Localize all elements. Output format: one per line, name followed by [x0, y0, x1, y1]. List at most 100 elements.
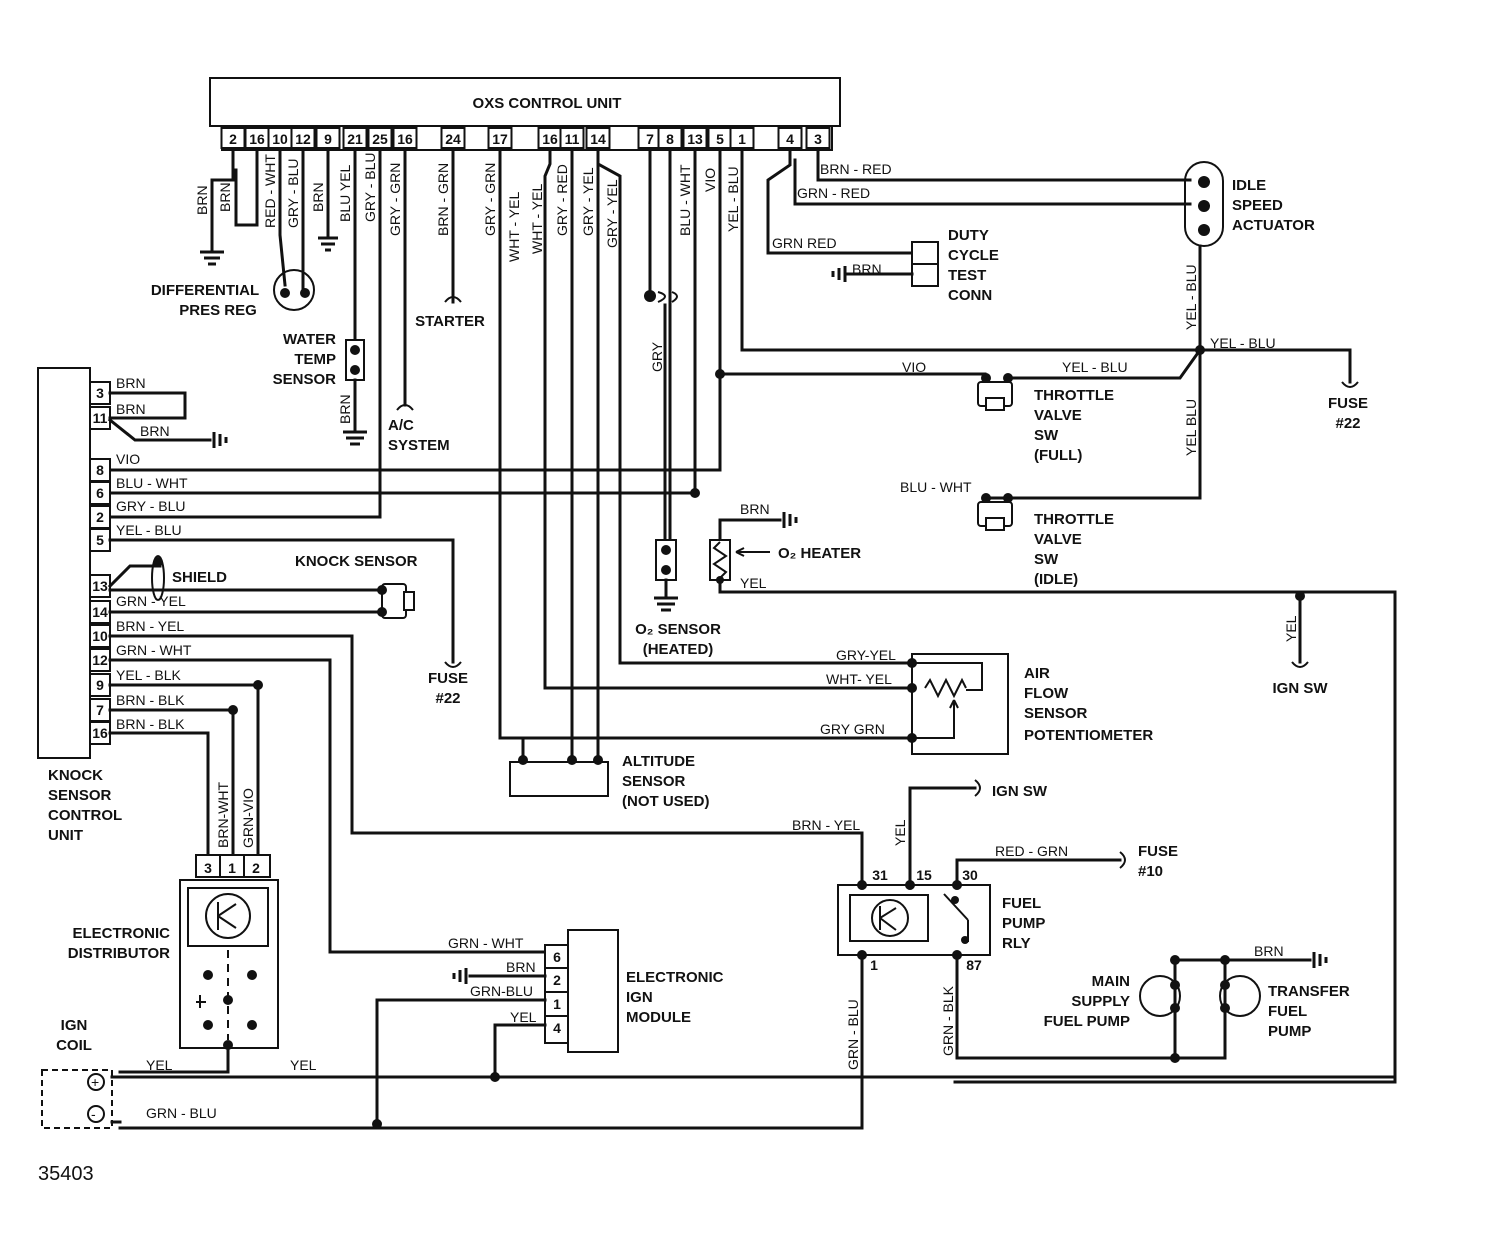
shield-label: SHIELD — [172, 569, 227, 586]
oxs-pin-number: 2 — [229, 131, 237, 147]
wire-color-label: (NOT USED) — [622, 793, 710, 810]
wire-color-label: 31 — [872, 867, 888, 883]
oxs-pin-number: 25 — [372, 131, 388, 147]
wire-color-label: GRN - RED — [797, 185, 870, 201]
wire-color-label: 4 — [553, 1020, 561, 1036]
wire-color-label: FUEL — [1002, 895, 1041, 912]
wire-color-label: + — [91, 1074, 99, 1090]
oxs-pin-number: 3 — [814, 131, 822, 147]
oxs-pin-number: 10 — [272, 131, 288, 147]
wire-color-label: KNOCK — [48, 767, 103, 784]
wire-color-label: O₂ HEATER — [778, 545, 861, 562]
knock-pin-number: 12 — [92, 652, 108, 668]
oxs-pin-number: 17 — [492, 131, 508, 147]
wire-color-label: BLU - WHT — [677, 164, 693, 236]
wire-color-label: THROTTLE — [1034, 511, 1114, 528]
wire-color-label: BRN - YEL — [116, 618, 184, 634]
oxs-pin-cell — [440, 127, 466, 149]
wire-color-label: BRN - RED — [820, 161, 892, 177]
starter: STARTER — [415, 296, 485, 330]
knock-pin-number: 5 — [96, 532, 104, 548]
wire-color-label: STARTER — [415, 313, 485, 330]
wire-color-label: IDLE — [1232, 177, 1266, 194]
wire-color-label: GRN - BLU — [845, 999, 861, 1070]
oxs-pin-cell — [682, 127, 708, 149]
oxs-pin-number: 14 — [590, 131, 606, 147]
wire-color-label: BRN — [310, 182, 326, 212]
oxs-pin-number: 5 — [716, 131, 724, 147]
wire-color-label: 2 — [252, 860, 260, 876]
oxs-pin-cell — [657, 127, 683, 149]
wire-color-label: GRN - YEL — [116, 593, 186, 609]
wire-color-label: BRN — [217, 182, 233, 212]
wire-color-label: CONTROL — [48, 807, 122, 824]
altitude-sensor: ALTITUDE SENSOR (NOT USED) — [509, 148, 710, 810]
wire-color-label: ALTITUDE — [622, 753, 695, 770]
throttle-valve-sw-full: THROTTLE VALVE SW (FULL) — [715, 345, 1205, 464]
wire-color-label: FUSE — [1328, 395, 1368, 412]
wire-color-label: BRN - BLK — [116, 716, 185, 732]
wire-color-label: FUSE — [1138, 843, 1178, 860]
oxs-pin-cell — [559, 127, 585, 149]
wire-color-label: CYCLE — [948, 247, 999, 264]
fuse-22-right: FUSE #22 — [1198, 348, 1368, 432]
wire-color-label: GRY — [649, 341, 665, 372]
oxs-pin-cell — [367, 127, 393, 149]
wire-color-label: GRY - GRN — [387, 163, 403, 236]
wire-color-label: YEL - BLK — [116, 667, 182, 683]
oxs-title: OXS CONTROL UNIT — [473, 95, 622, 112]
oxs-pin-cell — [342, 127, 368, 149]
wire-color-label: SUPPLY — [1071, 993, 1130, 1010]
wire-color-label: YEL BLU — [1183, 399, 1199, 456]
wire-color-label: - — [91, 1106, 96, 1122]
oxs-pin-cell — [805, 127, 831, 149]
wire-color-label: TEMP — [294, 351, 336, 368]
wire-color-label: MAIN — [1092, 973, 1130, 990]
wire-color-label: GRN - BLK — [940, 985, 956, 1056]
knock-pin-number: 3 — [96, 385, 104, 401]
wire-color-label: CONN — [948, 287, 992, 304]
wire-color-label: RLY — [1002, 935, 1031, 952]
wire-color-label: YEL - BLU — [1210, 335, 1276, 351]
wire-color-label: SENSOR — [273, 371, 337, 388]
wire-color-label: DIFFERENTIAL — [151, 282, 259, 299]
wire-color-label: IGN — [61, 1017, 88, 1034]
oxs-pin-number: 21 — [347, 131, 363, 147]
wire-color-label: #22 — [1335, 415, 1360, 432]
knock-pin-number: 7 — [96, 702, 104, 718]
knock-pin-cell — [89, 481, 111, 505]
wire-color-label: YEL — [1283, 615, 1299, 642]
wire-color-label: AIR — [1024, 665, 1050, 682]
wire-color-label: (HEATED) — [643, 641, 714, 658]
knock-pin-number: 14 — [92, 604, 108, 620]
wire-color-label: GRY-YEL — [836, 647, 896, 663]
wire-color-label: VIO — [116, 451, 140, 467]
wire-color-label: #10 — [1138, 863, 1163, 880]
wire-color-label: SENSOR — [48, 787, 112, 804]
oxs-pin-cell — [315, 127, 341, 149]
wire-color-label: DISTRIBUTOR — [68, 945, 170, 962]
o2-heater: O₂ HEATER — [709, 512, 1397, 1084]
oxs-pin-number: 9 — [324, 131, 332, 147]
wire-color-label: IGN — [626, 989, 653, 1006]
wire-color-label: O₂ SENSOR — [635, 621, 721, 638]
wire-color-label: ELECTRONIC — [626, 969, 724, 986]
wire-color-label: FUEL PUMP — [1044, 1013, 1130, 1030]
wire-color-label: PRES REG — [179, 302, 257, 319]
wire-color-label: SPEED — [1232, 197, 1283, 214]
wire-color-label: GRN - WHT — [448, 935, 524, 951]
wire-color-label: GRY GRN — [820, 721, 885, 737]
wire-color-label: BLU - WHT — [116, 475, 188, 491]
wire-color-label: BRN - YEL — [792, 817, 860, 833]
oxs-pin-number: 11 — [565, 131, 580, 147]
wire-color-label: SW — [1034, 551, 1059, 568]
oxs-pin-number: 24 — [445, 131, 461, 147]
wire-color-label: 6 — [553, 949, 561, 965]
wire-color-label: PUMP — [1268, 1023, 1311, 1040]
oxs-pin-cell — [487, 127, 513, 149]
wire-color-label: VIO — [902, 359, 926, 375]
